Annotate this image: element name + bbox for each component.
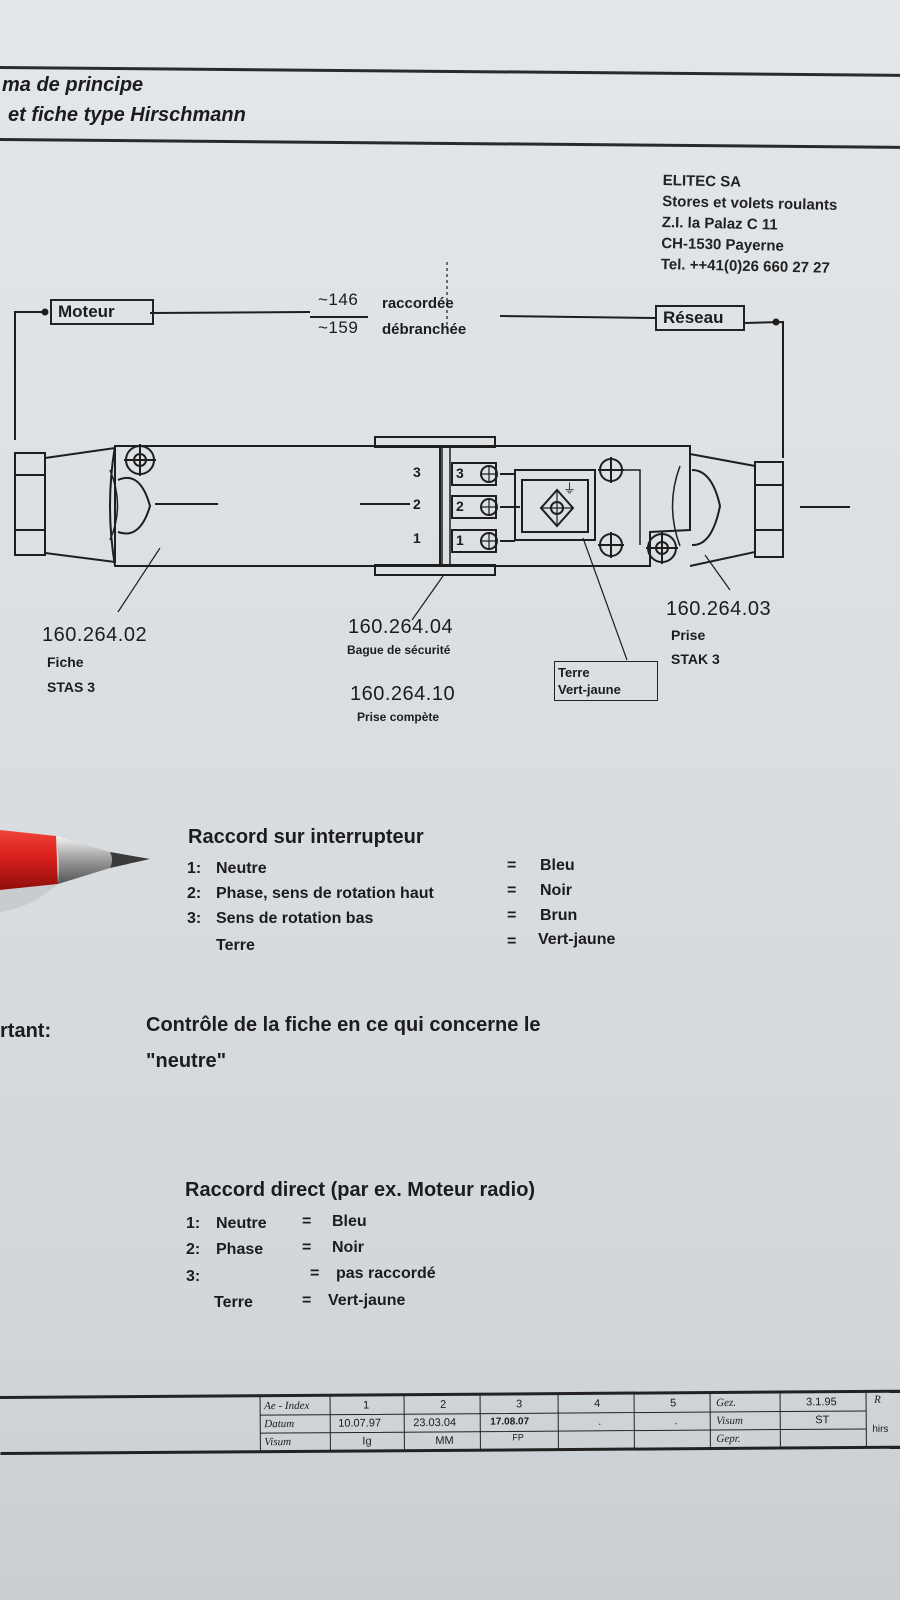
dim-disconnected-value: ~159 [318,318,359,337]
tb-gez-value: 3.1.95 [806,1396,837,1409]
tb-row1-label: Ae - Index [264,1399,310,1413]
plug-pin-1: 1 [413,530,421,546]
tb-index-1: 1 [363,1399,370,1412]
interrupteur-row-num: 1: [187,860,202,877]
prise-part-number: 160.264.03 [666,598,772,620]
socket-pin-3: 3 [456,465,464,481]
direct-row-eq: = [302,1213,312,1230]
prise-name: Prise [671,627,706,643]
interrupteur-row-value: Noir [540,882,572,899]
direct-row-num: 1: [186,1215,201,1232]
tb-visum-1: Ig [362,1435,372,1448]
pen-image [0,830,150,912]
interrupteur-row-value: Bleu [540,857,575,874]
direct-row-label: Neutre [216,1215,267,1232]
tb-index-3: 3 [516,1398,523,1411]
tb-row2-label: Datum [264,1417,295,1431]
tb-visum-2: MM [435,1434,454,1447]
fiche-part-number: 160.264.02 [42,624,148,646]
interrupteur-row-eq: = [507,857,517,874]
interrupteur-row-label: Terre [216,937,255,954]
direct-row-eq: = [302,1239,312,1256]
important-label: rtant: [0,1020,52,1042]
reseau-box: Réseau [655,305,745,331]
interrupteur-row-eq: = [507,882,517,899]
bague-name: Bague de sécurité [347,643,451,657]
important-text-line2: "neutre" [146,1050,227,1072]
fiche-name: Fiche [47,654,84,670]
tb-index-4: 4 [594,1397,601,1410]
direct-row-value: Bleu [332,1213,367,1230]
plug-pin-3: 3 [413,464,421,480]
tb-datum-4: . [598,1415,602,1428]
tb-gepr-label: Gepr. [716,1432,741,1445]
earth-label-line1: Terre [558,665,590,680]
fiche-type: STAS 3 [47,679,95,695]
tb-visum-value: ST [815,1414,830,1427]
interrupteur-row-num: 2: [187,885,202,902]
prise-type: STAK 3 [671,651,720,667]
interrupteur-row-eq: = [507,907,517,924]
interrupteur-row-eq: = [507,933,517,950]
dim-connected-value: ~146 [318,290,359,309]
moteur-box: Moteur [50,299,154,325]
direct-row-label: Phase [216,1241,264,1258]
direct-row-num: 3: [186,1268,201,1285]
earth-icon: ⏚ [563,481,577,496]
header-title-line1: ma de principe [2,74,144,96]
title-block: Ae - Index Datum Visum 1 2 3 4 5 10.07.9… [0,1384,900,1470]
raccord-direct-title: Raccord direct (par ex. Moteur radio) [185,1179,536,1201]
tb-gez-label: Gez. [716,1396,737,1410]
socket-pin-2: 2 [456,498,464,514]
tb-datum-5: . [674,1415,678,1428]
header-title-line2: et fiche type Hirschmann [8,104,246,126]
interrupteur-row-num: 3: [187,910,202,927]
bague-part-number: 160.264.04 [348,616,454,638]
interrupteur-row-label: Neutre [216,860,267,877]
interrupteur-row-label: Sens de rotation bas [216,910,374,927]
dim-disconnected-label: débranchée [382,321,467,338]
earth-label-box: Terre Vert-jaune [554,661,658,701]
direct-row-value: Noir [332,1239,364,1256]
direct-row-eq: = [310,1265,320,1282]
prise-complete-name: Prise compète [357,710,440,724]
direct-row-value: Vert-jaune [328,1292,406,1309]
plug-pin-2: 2 [413,496,421,512]
tb-datum-1: 10.07.97 [338,1417,382,1430]
tb-right-bottom: hirs [872,1423,889,1435]
tb-visum-label: Visum [716,1414,743,1428]
earth-label-line2: Vert-jaune [558,682,621,697]
tb-row3-label: Visum [264,1435,292,1449]
tb-index-5: 5 [670,1397,677,1410]
raccord-interrupteur-title: Raccord sur interrupteur [188,826,424,848]
tb-index-2: 2 [440,1398,447,1411]
dim-connected-label: raccordée [382,295,454,312]
tb-datum-3: 17.08.07 [490,1416,530,1428]
dimension-divider [310,316,368,318]
interrupteur-row-value: Brun [540,907,578,924]
prise-complete-part-number: 160.264.10 [350,683,456,705]
connector-diagram [14,262,850,661]
direct-row-eq: = [302,1292,312,1309]
tb-right-top: R [874,1393,881,1406]
socket-pin-1: 1 [456,532,464,548]
interrupteur-row-value: Vert-jaune [538,931,616,948]
tb-datum-2: 23.03.04 [413,1416,457,1430]
important-text-line1: Contrôle de la fiche en ce qui concerne … [146,1014,541,1036]
interrupteur-row-label: Phase, sens de rotation haut [216,885,434,902]
tb-visum-3: FP [512,1432,524,1443]
direct-row-label: Terre [214,1294,253,1311]
direct-row-num: 2: [186,1241,201,1258]
direct-row-value: pas raccordé [336,1265,436,1282]
